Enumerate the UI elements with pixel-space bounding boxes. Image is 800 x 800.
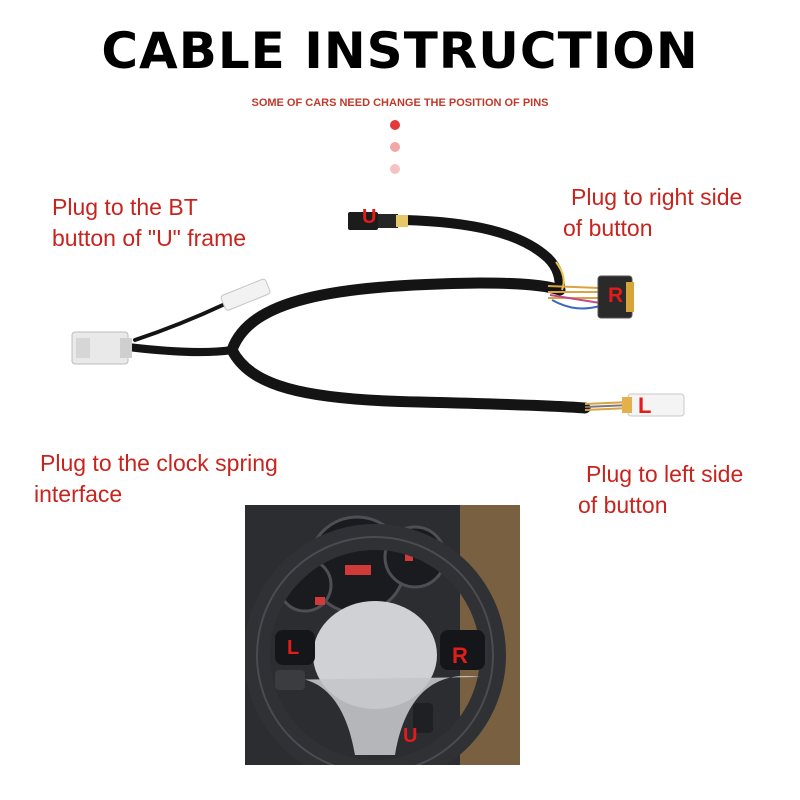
label-right-side: Plug to right side of button [563,182,742,244]
connector-letter-r: R [608,284,624,307]
cable-branch-right [226,277,566,356]
indicator-dot-1 [390,120,400,130]
label-left-side: Plug to left side of button [578,459,743,521]
label-left-side-line-1: Plug to left side [586,461,744,487]
connector-letter-l: L [638,393,652,418]
label-clock-spring-line-1: Plug to the clock spring [40,450,278,476]
label-right-side-line-1: Plug to right side [571,184,743,210]
cable-thin-branch [133,302,227,342]
label-right-side-line-2: of button [563,215,653,241]
cable-trunk [124,343,236,357]
page-title: CABLE INSTRUCTION [101,22,699,80]
page-subtitle: SOME OF CARS NEED CHANGE THE POSITION OF… [251,97,549,109]
cable-branch-u [400,215,565,295]
indicator-dot-2 [390,142,400,152]
steering-wheel-photo [245,505,520,765]
label-left-side-line-2: of button [578,492,668,518]
photo-letter-l: L [287,637,300,659]
label-bt-button: Plug to the BT button of "U" frame [52,192,246,254]
l-connector [627,393,685,417]
label-clock-spring-line-2: interface [34,481,123,507]
steering-wheel-illustration [245,505,520,765]
small-white-plug [220,278,271,311]
label-bt-button-line-2: button of "U" frame [52,225,247,251]
photo-letter-r: R [452,643,468,668]
label-clock-spring: Plug to the clock spring interface [34,448,278,510]
photo-letter-u: U [403,725,418,747]
u-connector [348,212,378,230]
indicator-dot-3 [390,164,400,174]
label-bt-button-line-1: Plug to the BT [52,194,198,220]
cable-branch-left [226,344,591,414]
connector-letter-u: U [362,206,377,228]
